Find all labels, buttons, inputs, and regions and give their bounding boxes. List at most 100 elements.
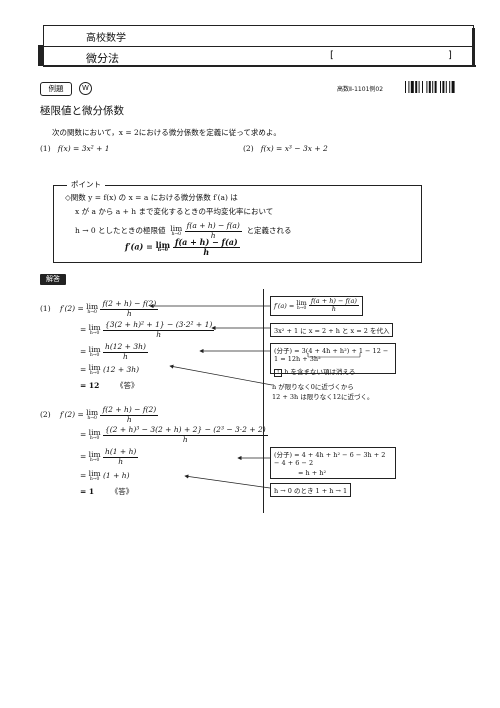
header-right-shadow (472, 28, 475, 67)
header-left-tab (38, 45, 44, 66)
answer-badge: 解答 (40, 274, 66, 285)
cancel-mark-icon: ! (274, 369, 283, 377)
lim-subscript: h→0 (87, 415, 97, 421)
fraction-numerator: f(2 + h) − f(2) (100, 299, 159, 310)
fraction-denominator: h (118, 456, 124, 466)
lim-symbol: lim (86, 302, 99, 312)
unit-title: 微分法 (86, 52, 119, 65)
point-line-3-text-b: と定義される (246, 226, 292, 236)
problem-item-2-number: (2) (243, 144, 254, 153)
point-line-2: x が a から a + h まで変化するときの平均変化率において (75, 207, 274, 216)
lim-subscript: h→0 (157, 248, 168, 254)
fraction-denominator: h (182, 434, 188, 444)
lim-symbol: lim (88, 469, 101, 478)
lim-subscript: h→0 (89, 476, 100, 482)
example-badge: 例題 (40, 82, 72, 96)
lim-subscript: h→0 (87, 309, 97, 315)
lim-symbol: lim (296, 299, 307, 308)
note-numerator-1: (分子) = 3(4 + 4h + h²) + 1 − 12 − 1 = 12h… (270, 343, 396, 377)
fraction-numerator: f(a + h) − f(a) (172, 237, 240, 249)
header-bottom-line (43, 65, 476, 67)
problem-item-1: (1) f(x) = 3x² + 1 (40, 144, 110, 153)
solution-2-number: (2) (40, 410, 51, 419)
name-field-bracket-right: ] (448, 50, 452, 61)
lim-symbol: lim (155, 240, 171, 251)
point-fraction: f(a + h) − f(a)h (184, 221, 242, 240)
barcode-icon (405, 81, 455, 93)
solution-1-number: (1) (40, 304, 51, 313)
problem-item-2: (2) f(x) = x³ − 3x + 2 (243, 144, 328, 153)
subject-title: 高校数学 (86, 33, 126, 44)
fraction-numerator: {3(2 + h)² + 1} − (3·2² + 1) (102, 320, 215, 331)
annotation-divider (263, 289, 264, 513)
fraction-numerator: h(12 + 3h) (102, 342, 148, 353)
fraction-numerator: f(a + h) − f(a) (308, 297, 359, 307)
lim-subscript: h→0 (89, 435, 100, 441)
lim-subscript: h→0 (296, 305, 307, 311)
note-numerator-1-text: (分子) = 3(4 + 4h + h²) + 1 − 12 − 1 = 12h… (274, 347, 389, 363)
problem-item-2-function: f(x) = x³ − 3x + 2 (260, 144, 328, 153)
note-approach-line-2: 12 + 3h は限りなく12に近づく。 (272, 393, 374, 401)
fraction: h(1 + h)h (102, 447, 139, 466)
limit-expression: (12 + 3h) (102, 365, 140, 374)
note-numerator-2-line-1: (分子) = 4 + 4h + h² − 6 − 3h + 2 − 4 + 6 … (274, 451, 386, 467)
note-approach-line-1: h が限りなく0に近づくから (272, 383, 354, 391)
lim-symbol: lim (170, 224, 183, 234)
note-definition-lhs: f′(a) = (274, 301, 295, 310)
solution-1-result: = 12 《答》 (80, 381, 139, 390)
lim-symbol: lim (88, 323, 101, 333)
lim-symbol: lim (88, 450, 101, 460)
fraction: {(2 + h)³ − 3(2 + h) + 2} − (2³ − 3·2 + … (102, 425, 268, 444)
lim-symbol: lim (88, 428, 101, 438)
note-limit: h → 0 のとき 1 + h → 1 (270, 483, 352, 497)
fraction: f(a + h) − f(a)h (308, 297, 359, 314)
derivative-lhs: f′(a) = (125, 241, 153, 252)
point-line-1: ◇関数 y = f(x) の x = a における微分係数 f′(a) は (65, 193, 238, 202)
result-value: 1 (88, 487, 95, 496)
note-cancel-text: h を含まない項は消える (284, 368, 356, 376)
fraction-numerator: {(2 + h)³ − 3(2 + h) + 2} − (2³ − 3·2 + … (102, 425, 268, 436)
note-numerator-2: (分子) = 4 + 4h + h² − 6 − 3h + 2 − 4 + 6 … (270, 447, 396, 479)
lim-symbol: lim (86, 408, 99, 418)
answer-mark: 《答》 (110, 487, 134, 496)
lim-subscript: h→0 (171, 231, 182, 237)
point-label: ポイント (67, 179, 105, 190)
problem-statement: 次の関数において，x = 2における微分係数を定義に従って求めよ。 (52, 128, 281, 137)
fraction-denominator: h (331, 305, 336, 314)
lim-subscript: h→0 (89, 352, 100, 358)
fraction-numerator: h(1 + h) (102, 447, 139, 458)
problem-item-1-function: f(x) = 3x² + 1 (57, 144, 110, 153)
lim-symbol: lim (88, 345, 101, 355)
limit-expression: (1 + h) (102, 471, 130, 480)
fraction-denominator: h (126, 414, 132, 424)
point-line-3-text-a: h → 0 としたときの極限値 (75, 226, 166, 236)
header-divider (43, 46, 472, 47)
fraction-denominator: h (203, 247, 210, 258)
arrow-limit (184, 474, 271, 489)
result-value: 12 (88, 381, 100, 390)
point-box (53, 185, 422, 263)
fraction-denominator: h (123, 351, 128, 361)
name-field-bracket-left: [ (330, 50, 334, 61)
lim-symbol: lim (88, 363, 101, 372)
level-icon: W (79, 82, 92, 95)
fraction-denominator: h (156, 329, 162, 339)
fraction: h(12 + 3h)h (102, 342, 148, 361)
fraction: {3(2 + h)² + 1} − (3·2² + 1)h (102, 320, 215, 339)
section-title: 極限値と微分係数 (40, 105, 124, 117)
